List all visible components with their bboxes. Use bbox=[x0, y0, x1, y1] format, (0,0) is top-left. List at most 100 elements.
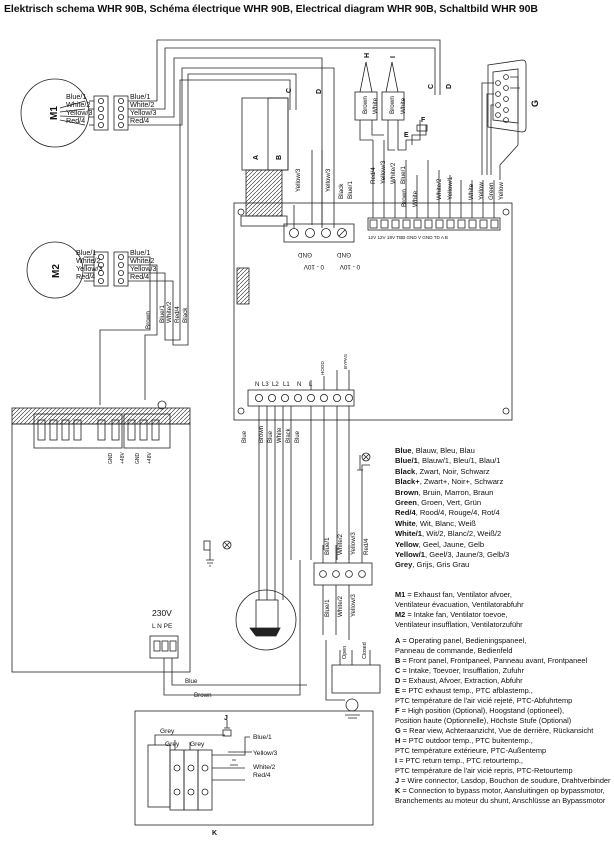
letter-g: G bbox=[530, 100, 540, 107]
letter-k: K bbox=[212, 830, 217, 837]
m1-out-wire-4: Red/4 bbox=[130, 116, 149, 125]
legend-translations: , Blauw, Bleu, Blau bbox=[411, 446, 475, 455]
legend-entry: Black+, Zwart+, Noir+, Schwarz bbox=[395, 477, 610, 487]
legend-entry: Yellow, Geel, Jaune, Gelb bbox=[395, 540, 610, 550]
lower-wire-blue2: Blue bbox=[268, 430, 274, 443]
bp-bot-blue1: Blue/1 bbox=[324, 599, 331, 617]
wire-bundle-m2 bbox=[99, 73, 297, 405]
definition-text: PTC température extérieure, PTC-Außentem… bbox=[395, 746, 547, 755]
label-blue1-board: Blue/1 bbox=[347, 181, 354, 199]
m1-wire-1: Blue/1 bbox=[66, 92, 86, 101]
lower-wire-brown: Brown bbox=[259, 426, 265, 443]
letter-c-right: C bbox=[428, 84, 435, 89]
definition-key: F bbox=[395, 706, 400, 715]
label-yellow3-b: Yellow/3 bbox=[325, 168, 332, 192]
psu-48v: +48V bbox=[120, 452, 126, 464]
legend-colour-name: Yellow/1 bbox=[395, 550, 425, 560]
pwr-label-l: L bbox=[309, 382, 313, 388]
bp-top-blue1: Blue/1 bbox=[324, 537, 331, 555]
legend-colour-name: Grey bbox=[395, 560, 413, 570]
legend-translations: , Wit, Blanc, Weiß bbox=[415, 518, 476, 528]
label-hb-brown: Brown bbox=[145, 311, 152, 329]
board-terminal-strip bbox=[367, 217, 501, 231]
psu-wire-brown: Brown bbox=[194, 692, 212, 699]
m1-wire-4: Red/4 bbox=[66, 116, 85, 125]
board-power-terminals bbox=[247, 389, 355, 407]
m1-out-wire-2: White/2 bbox=[130, 100, 154, 109]
definition-text: = Exhaust fan, Ventilator afvoer, bbox=[405, 590, 512, 599]
definition-text: Position haute (Optionnelle), Höchste St… bbox=[395, 716, 572, 725]
legend-entry: Black, Zwart, Noir, Schwarz bbox=[395, 467, 610, 477]
label-yellow-g2: Yellow bbox=[498, 182, 505, 200]
hood-label: HOOD bbox=[320, 361, 325, 375]
legend-translations: , Wit/2, Blanc/2, Weiß/2 bbox=[422, 529, 502, 539]
sensor-i bbox=[381, 61, 406, 151]
lower-wire-white: White bbox=[277, 427, 283, 443]
label-m2: M2 bbox=[51, 264, 62, 278]
inset-bypass-detail bbox=[134, 710, 374, 826]
psu-48v2: +48V bbox=[147, 452, 153, 464]
letter-c-top: C bbox=[286, 88, 293, 93]
letter-d-right: D bbox=[446, 84, 453, 89]
label-gnd-mid: GND bbox=[337, 251, 351, 258]
legend-translations: , Blauw/1, Bleu/1, Blau/1 bbox=[417, 456, 501, 466]
legend-translations: , Zwart+, Noir+, Schwarz bbox=[419, 477, 504, 487]
definition-key: A bbox=[395, 636, 401, 645]
legend-colour-name: Brown bbox=[395, 487, 419, 497]
definition-text: Ventilateur évacuation, Ventilatorabfuhr bbox=[395, 600, 524, 609]
label-white2-b: White/2 bbox=[436, 178, 443, 200]
operating-panel-connector bbox=[240, 97, 289, 227]
definition-text: = Wire connector, Lasdop, Bouchon de sou… bbox=[399, 776, 611, 785]
legend-translations: , Groen, Vert, Grün bbox=[416, 498, 482, 508]
lower-wire-blue: Blue bbox=[242, 430, 248, 443]
letter-f: F bbox=[421, 117, 426, 124]
definition-line: Ventilateur insufflation, Ventilatorzufü… bbox=[395, 620, 613, 630]
legend-colour-name: Black bbox=[395, 466, 416, 476]
label-red4: Red/4 bbox=[370, 167, 377, 184]
label-white-h: White bbox=[372, 97, 379, 114]
inset-white2: White/2 bbox=[253, 764, 276, 771]
label-brown-i: Brown bbox=[389, 96, 396, 114]
definition-text: = High position (Optional), Hoogstand (o… bbox=[399, 706, 565, 715]
label-hb-blue1: Blue/1 bbox=[159, 305, 166, 323]
definition-key: G bbox=[395, 726, 401, 735]
legend-entry: White/1, Wit/2, Blanc/2, Weiß/2 bbox=[395, 529, 610, 539]
psu-gnd1: GND bbox=[108, 453, 114, 465]
bp-bot-white2: White/2 bbox=[337, 595, 344, 617]
m2-wire-1: Blue/1 bbox=[76, 248, 96, 257]
legend-translations: , Rood/4, Rouge/4, Rot/4 bbox=[415, 508, 500, 518]
psu-230v: 230V bbox=[152, 608, 172, 618]
diagram-title: Elektrisch schema WHR 90B, Schéma électr… bbox=[4, 3, 538, 15]
definition-text: = Front panel, Frontpaneel, Panneau avan… bbox=[400, 656, 588, 665]
m2-wire-4: Red/4 bbox=[76, 272, 95, 281]
definition-text: Panneau de commande, Bedienfeld bbox=[395, 646, 513, 655]
definition-key: M1 bbox=[395, 590, 406, 599]
definition-line: G = Rear view, Achteraanzicht, Vue de de… bbox=[395, 726, 613, 736]
legend-translations: , Geel/3, Jaune/3, Gelb/3 bbox=[424, 550, 510, 560]
label-hb-black: Black bbox=[182, 307, 189, 323]
connector-g-rear-view bbox=[481, 59, 527, 180]
definition-text: PTC température de l'air vicié rejeté, P… bbox=[395, 696, 573, 705]
legend-colour-name: White bbox=[395, 518, 416, 528]
pwr-label-l2: L2 bbox=[272, 382, 279, 388]
definition-key: I bbox=[395, 756, 398, 765]
definition-line: H = PTC outdoor temp., PTC buitentemp., bbox=[395, 736, 613, 746]
definition-line: I = PTC return temp., PTC retourtemp., bbox=[395, 756, 613, 766]
definition-line: A = Operating panel, Bedieningspaneel, bbox=[395, 636, 613, 646]
definition-line: E = PTC exhaust temp., PTC afblastemp., bbox=[395, 686, 613, 696]
m2-out-wire-4: Red/4 bbox=[130, 272, 149, 281]
bp-bot-yellow3: Yellow/3 bbox=[350, 594, 357, 617]
definition-text: = Connection to bypass motor, Aansluitin… bbox=[400, 786, 605, 795]
m1-wire-3: Yellow/3 bbox=[66, 108, 93, 117]
bp-top-white2: White/2 bbox=[337, 533, 344, 555]
definition-line: F = High position (Optional), Hoogstand … bbox=[395, 706, 613, 716]
board-connector-fans bbox=[283, 205, 355, 243]
label-hb-red4: Red/4 bbox=[174, 306, 181, 323]
label-brown-e: Brown bbox=[401, 189, 408, 207]
definition-key: C bbox=[395, 666, 401, 675]
definition-text: = Operating panel, Bedieningspaneel, bbox=[400, 636, 527, 645]
definition-key: J bbox=[395, 776, 400, 785]
definition-text: PTC température de l'air vicié repris, P… bbox=[395, 766, 573, 775]
definition-line: Panneau de commande, Bedienfeld bbox=[395, 646, 613, 656]
